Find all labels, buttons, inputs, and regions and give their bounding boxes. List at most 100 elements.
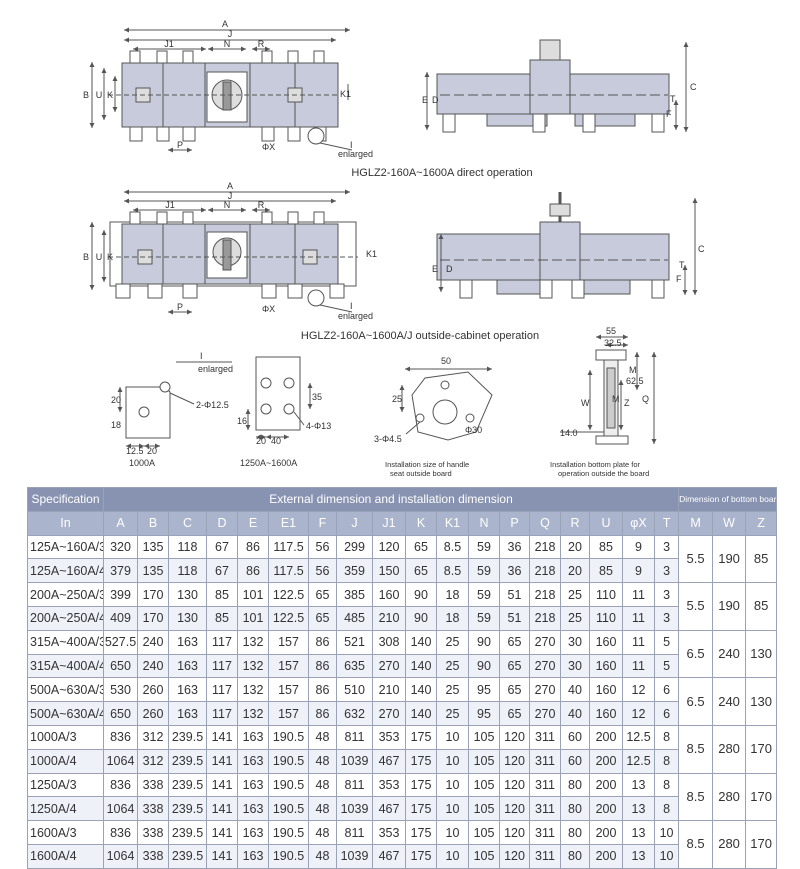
dim-t-2: T — [679, 260, 685, 270]
spec-cell: 125A~160A/3 — [27, 534, 104, 560]
value-cell: 51 — [499, 582, 530, 607]
value-cell: 12.5 — [622, 724, 655, 750]
value-cell: 141 — [206, 796, 238, 822]
value-cell: 163 — [237, 724, 269, 750]
value-cell: 3 — [653, 582, 680, 607]
value-cell: 353 — [372, 724, 406, 750]
dim-p-2: P — [177, 302, 183, 312]
column-header: U — [589, 510, 623, 536]
column-header: K1 — [436, 510, 469, 536]
dim-f-2: F — [676, 274, 682, 284]
value-cell: 8.5 — [436, 534, 469, 560]
value-cell: 485 — [336, 605, 373, 631]
value-cell: 48 — [308, 772, 337, 798]
value-cell: 135 — [137, 558, 169, 584]
dim-55: 55 — [606, 326, 616, 336]
value-cell: 10 — [436, 843, 469, 869]
value-cell: 48 — [308, 820, 337, 845]
bottom-board-cell: 5.5 — [678, 534, 714, 584]
dim-18: 18 — [111, 420, 121, 430]
value-cell: 530 — [103, 677, 138, 703]
value-cell: 105 — [468, 820, 500, 845]
column-header: M — [678, 510, 714, 536]
bottom-board-cell: 6.5 — [678, 677, 714, 726]
value-cell: 90 — [468, 629, 500, 655]
ext-dim-header: External dimension and installation dime… — [102, 487, 680, 512]
value-cell: 338 — [137, 843, 169, 869]
value-cell: 467 — [372, 796, 406, 822]
bottom-board-cell: 170 — [745, 820, 778, 869]
value-cell: 8 — [653, 796, 680, 822]
value-cell: 9 — [622, 558, 655, 584]
value-cell: 299 — [336, 534, 373, 560]
value-cell: 25 — [560, 605, 590, 631]
column-header: B — [137, 510, 169, 536]
mark-i-2: I — [350, 301, 353, 311]
bottom-board-cell: 85 — [745, 534, 778, 584]
column-header: K — [405, 510, 437, 536]
value-cell: 239.5 — [168, 724, 207, 750]
value-cell: 270 — [529, 677, 561, 703]
spec-header: Specification — [27, 487, 104, 512]
value-cell: 80 — [560, 796, 590, 822]
value-cell: 311 — [529, 748, 561, 774]
value-cell: 210 — [372, 677, 406, 703]
bottom-board-cell: 8.5 — [678, 820, 714, 869]
value-cell: 140 — [405, 653, 437, 679]
value-cell: 175 — [405, 772, 437, 798]
dim-j-2: J — [228, 191, 233, 201]
value-cell: 338 — [137, 772, 169, 798]
bottom-board-cell: 130 — [745, 629, 778, 679]
caption-outside-operation: HGLZ2-160A~1600A/J outside-cabinet opera… — [301, 330, 539, 342]
value-cell: 160 — [589, 653, 623, 679]
handle-note-2: seat outside board — [390, 469, 452, 478]
value-cell: 86 — [308, 629, 337, 655]
value-cell: 163 — [237, 748, 269, 774]
value-cell: 65 — [499, 677, 530, 703]
value-cell: 150 — [372, 558, 406, 584]
value-cell: 60 — [560, 748, 590, 774]
value-cell: 239.5 — [168, 748, 207, 774]
terminal-1000a-detail — [117, 381, 195, 449]
value-cell: 632 — [336, 701, 373, 726]
value-cell: 65 — [308, 605, 337, 631]
value-cell: 311 — [529, 724, 561, 750]
front-view-outside — [89, 189, 358, 315]
value-cell: 163 — [168, 677, 207, 703]
value-cell: 239.5 — [168, 843, 207, 869]
dim-phi30: Φ30 — [465, 425, 482, 435]
dim-35: 35 — [312, 392, 322, 402]
value-cell: 200 — [589, 843, 623, 869]
value-cell: 25 — [560, 582, 590, 607]
value-cell: 110 — [589, 605, 623, 631]
value-cell: 65 — [308, 582, 337, 607]
dim-d-2: D — [446, 264, 453, 274]
value-cell: 200 — [589, 796, 623, 822]
dim-b: B — [83, 90, 89, 100]
value-cell: 90 — [405, 605, 437, 631]
value-cell: 85 — [589, 558, 623, 584]
dim-k1-2: K1 — [366, 249, 377, 259]
value-cell: 379 — [103, 558, 138, 584]
value-cell: 157 — [268, 653, 309, 679]
value-cell: 160 — [372, 582, 406, 607]
dim-d: D — [432, 95, 439, 105]
value-cell: 25 — [436, 677, 469, 703]
value-cell: 6 — [653, 701, 680, 726]
bottom-board-cell: 280 — [712, 820, 747, 869]
value-cell: 836 — [103, 772, 138, 798]
column-header: F — [308, 510, 337, 536]
dim-62-5: 62.5 — [626, 376, 644, 386]
dim-r: R — [258, 39, 265, 49]
value-cell: 311 — [529, 796, 561, 822]
bottom-board-cell: 8.5 — [678, 772, 714, 822]
handle-seat-detail — [399, 366, 493, 441]
bottom-board-cell: 5.5 — [678, 582, 714, 631]
value-cell: 240 — [137, 629, 169, 655]
column-header: E — [237, 510, 269, 536]
dim-32-5: 32.5 — [604, 338, 622, 348]
